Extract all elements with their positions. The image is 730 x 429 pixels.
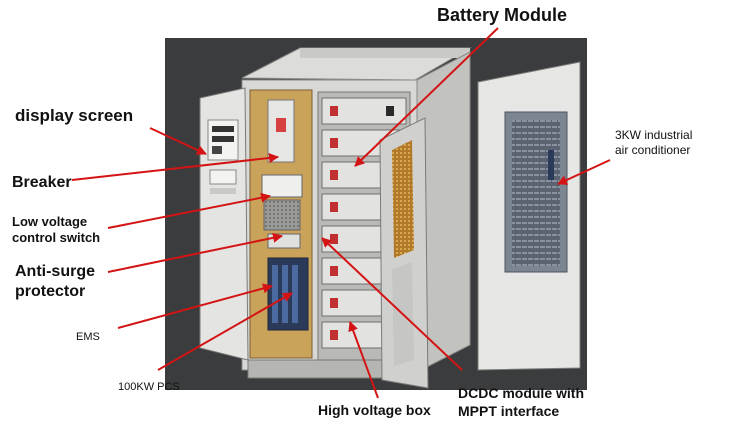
label-ems: EMS xyxy=(76,331,100,343)
arrow-air-conditioner xyxy=(557,159,611,185)
battery-terminal xyxy=(330,170,338,180)
label-dcdc-line1: DCDC module with xyxy=(458,385,584,401)
arrow-low-voltage xyxy=(107,192,271,229)
label-dcdc-line2: MPPT interface xyxy=(458,402,560,419)
arrow-anti-surge xyxy=(107,232,283,273)
label-battery-module: Battery Module xyxy=(437,5,568,25)
arrow-ems xyxy=(117,283,273,329)
label-air-conditioner: 3KW industrial air conditioner xyxy=(615,128,692,158)
label-low-voltage-line2: control switch xyxy=(12,230,101,246)
label-anti-surge-line1: Anti-surge xyxy=(15,263,95,280)
arrow-display-screen xyxy=(149,127,207,155)
arrow-battery-module xyxy=(354,27,499,167)
label-air-conditioner-line1: 3KW industrial xyxy=(615,128,693,142)
label-pcs: 100KW PCS xyxy=(118,381,180,393)
label-anti-surge-line2: protector xyxy=(15,283,86,300)
battery-terminal xyxy=(330,106,338,116)
battery-terminal xyxy=(386,106,394,116)
battery-terminal xyxy=(330,138,338,148)
arrow-breaker xyxy=(71,153,279,181)
battery-terminal xyxy=(330,202,338,212)
arrow-high-voltage xyxy=(348,321,379,399)
battery-terminal xyxy=(330,266,338,276)
label-display-screen: display screen xyxy=(15,106,134,125)
label-breaker: Breaker xyxy=(12,174,72,191)
battery-terminal xyxy=(330,330,338,340)
label-air-conditioner-line2: air conditioner xyxy=(615,143,691,157)
arrow-pcs xyxy=(157,292,293,371)
label-low-voltage: Low voltage control switch xyxy=(12,214,100,247)
label-high-voltage-box: High voltage box xyxy=(318,402,431,418)
label-dcdc: DCDC module with MPPT interface xyxy=(458,385,584,420)
battery-terminal xyxy=(330,234,338,244)
label-anti-surge: Anti-surge protector xyxy=(15,262,95,302)
annotation-arrows xyxy=(71,27,611,399)
arrow-dcdc xyxy=(321,237,463,371)
label-low-voltage-line1: Low voltage xyxy=(12,214,88,229)
battery-terminal xyxy=(330,298,338,308)
